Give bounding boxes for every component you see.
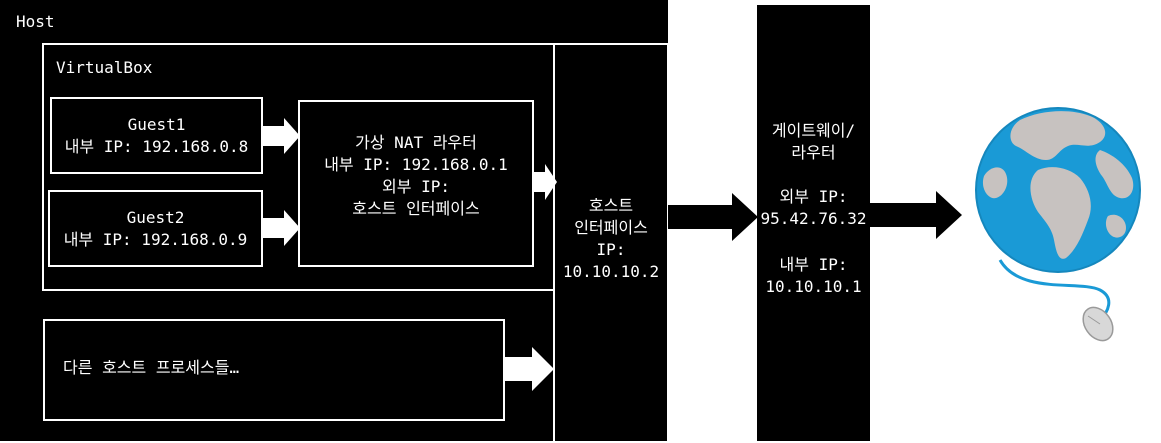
other-processes-label: 다른 호스트 프로세스들…: [63, 358, 240, 377]
nat-router-external-ip-value: 호스트 인터페이스: [352, 199, 480, 218]
nat-router-external-ip-label: 외부 IP:: [382, 177, 450, 196]
guest1-to-nat-arrow: [262, 118, 300, 154]
host-interface-title-1: 호스트: [588, 196, 634, 215]
nat-router-title: 가상 NAT 라우터: [355, 133, 477, 152]
virtualbox-label: VirtualBox: [56, 58, 153, 77]
processes-to-host-interface-arrow: [504, 347, 554, 391]
gateway-internal-ip-label: 내부 IP:: [779, 255, 848, 274]
guest1-box: Guest1 내부 IP: 192.168.0.8: [50, 97, 263, 174]
gateway-internal-ip-value: 10.10.10.1: [765, 277, 862, 296]
gateway-external-ip-label: 외부 IP:: [779, 187, 848, 206]
gateway-title-1: 게이트웨이/: [771, 121, 856, 140]
gateway-router-box: 게이트웨이/ 라우터 외부 IP: 95.42.76.32 내부 IP: 10.…: [757, 5, 870, 441]
globe-with-mouse-icon: [975, 107, 1141, 342]
gateway-external-ip-value: 95.42.76.32: [760, 209, 867, 228]
host-interface-to-gateway-arrow: [668, 193, 758, 241]
host-label: Host: [16, 12, 55, 31]
guest2-box: Guest2 내부 IP: 192.168.0.9: [48, 190, 263, 267]
nat-to-host-interface-arrow: [533, 164, 557, 200]
nat-router-internal-ip: 내부 IP: 192.168.0.1: [324, 155, 508, 174]
nat-router-box: 가상 NAT 라우터 내부 IP: 192.168.0.1 외부 IP: 호스트…: [298, 100, 534, 267]
gateway-title-2: 라우터: [791, 143, 836, 162]
guest2-name: Guest2: [126, 208, 185, 227]
host-interface-box: 호스트 인터페이스 IP: 10.10.10.2: [553, 43, 669, 443]
guest1-name: Guest1: [127, 115, 186, 134]
guest1-ip: 내부 IP: 192.168.0.8: [64, 137, 249, 156]
guest2-ip: 내부 IP: 192.168.0.9: [63, 230, 248, 249]
guest2-to-nat-arrow: [262, 210, 300, 246]
host-interface-ip-value: 10.10.10.2: [562, 262, 660, 281]
host-interface-title-2: 인터페이스: [574, 218, 648, 237]
other-processes-box: 다른 호스트 프로세스들…: [43, 319, 505, 421]
gateway-to-internet-arrow: [870, 191, 962, 239]
host-interface-ip-label: IP:: [596, 240, 626, 259]
